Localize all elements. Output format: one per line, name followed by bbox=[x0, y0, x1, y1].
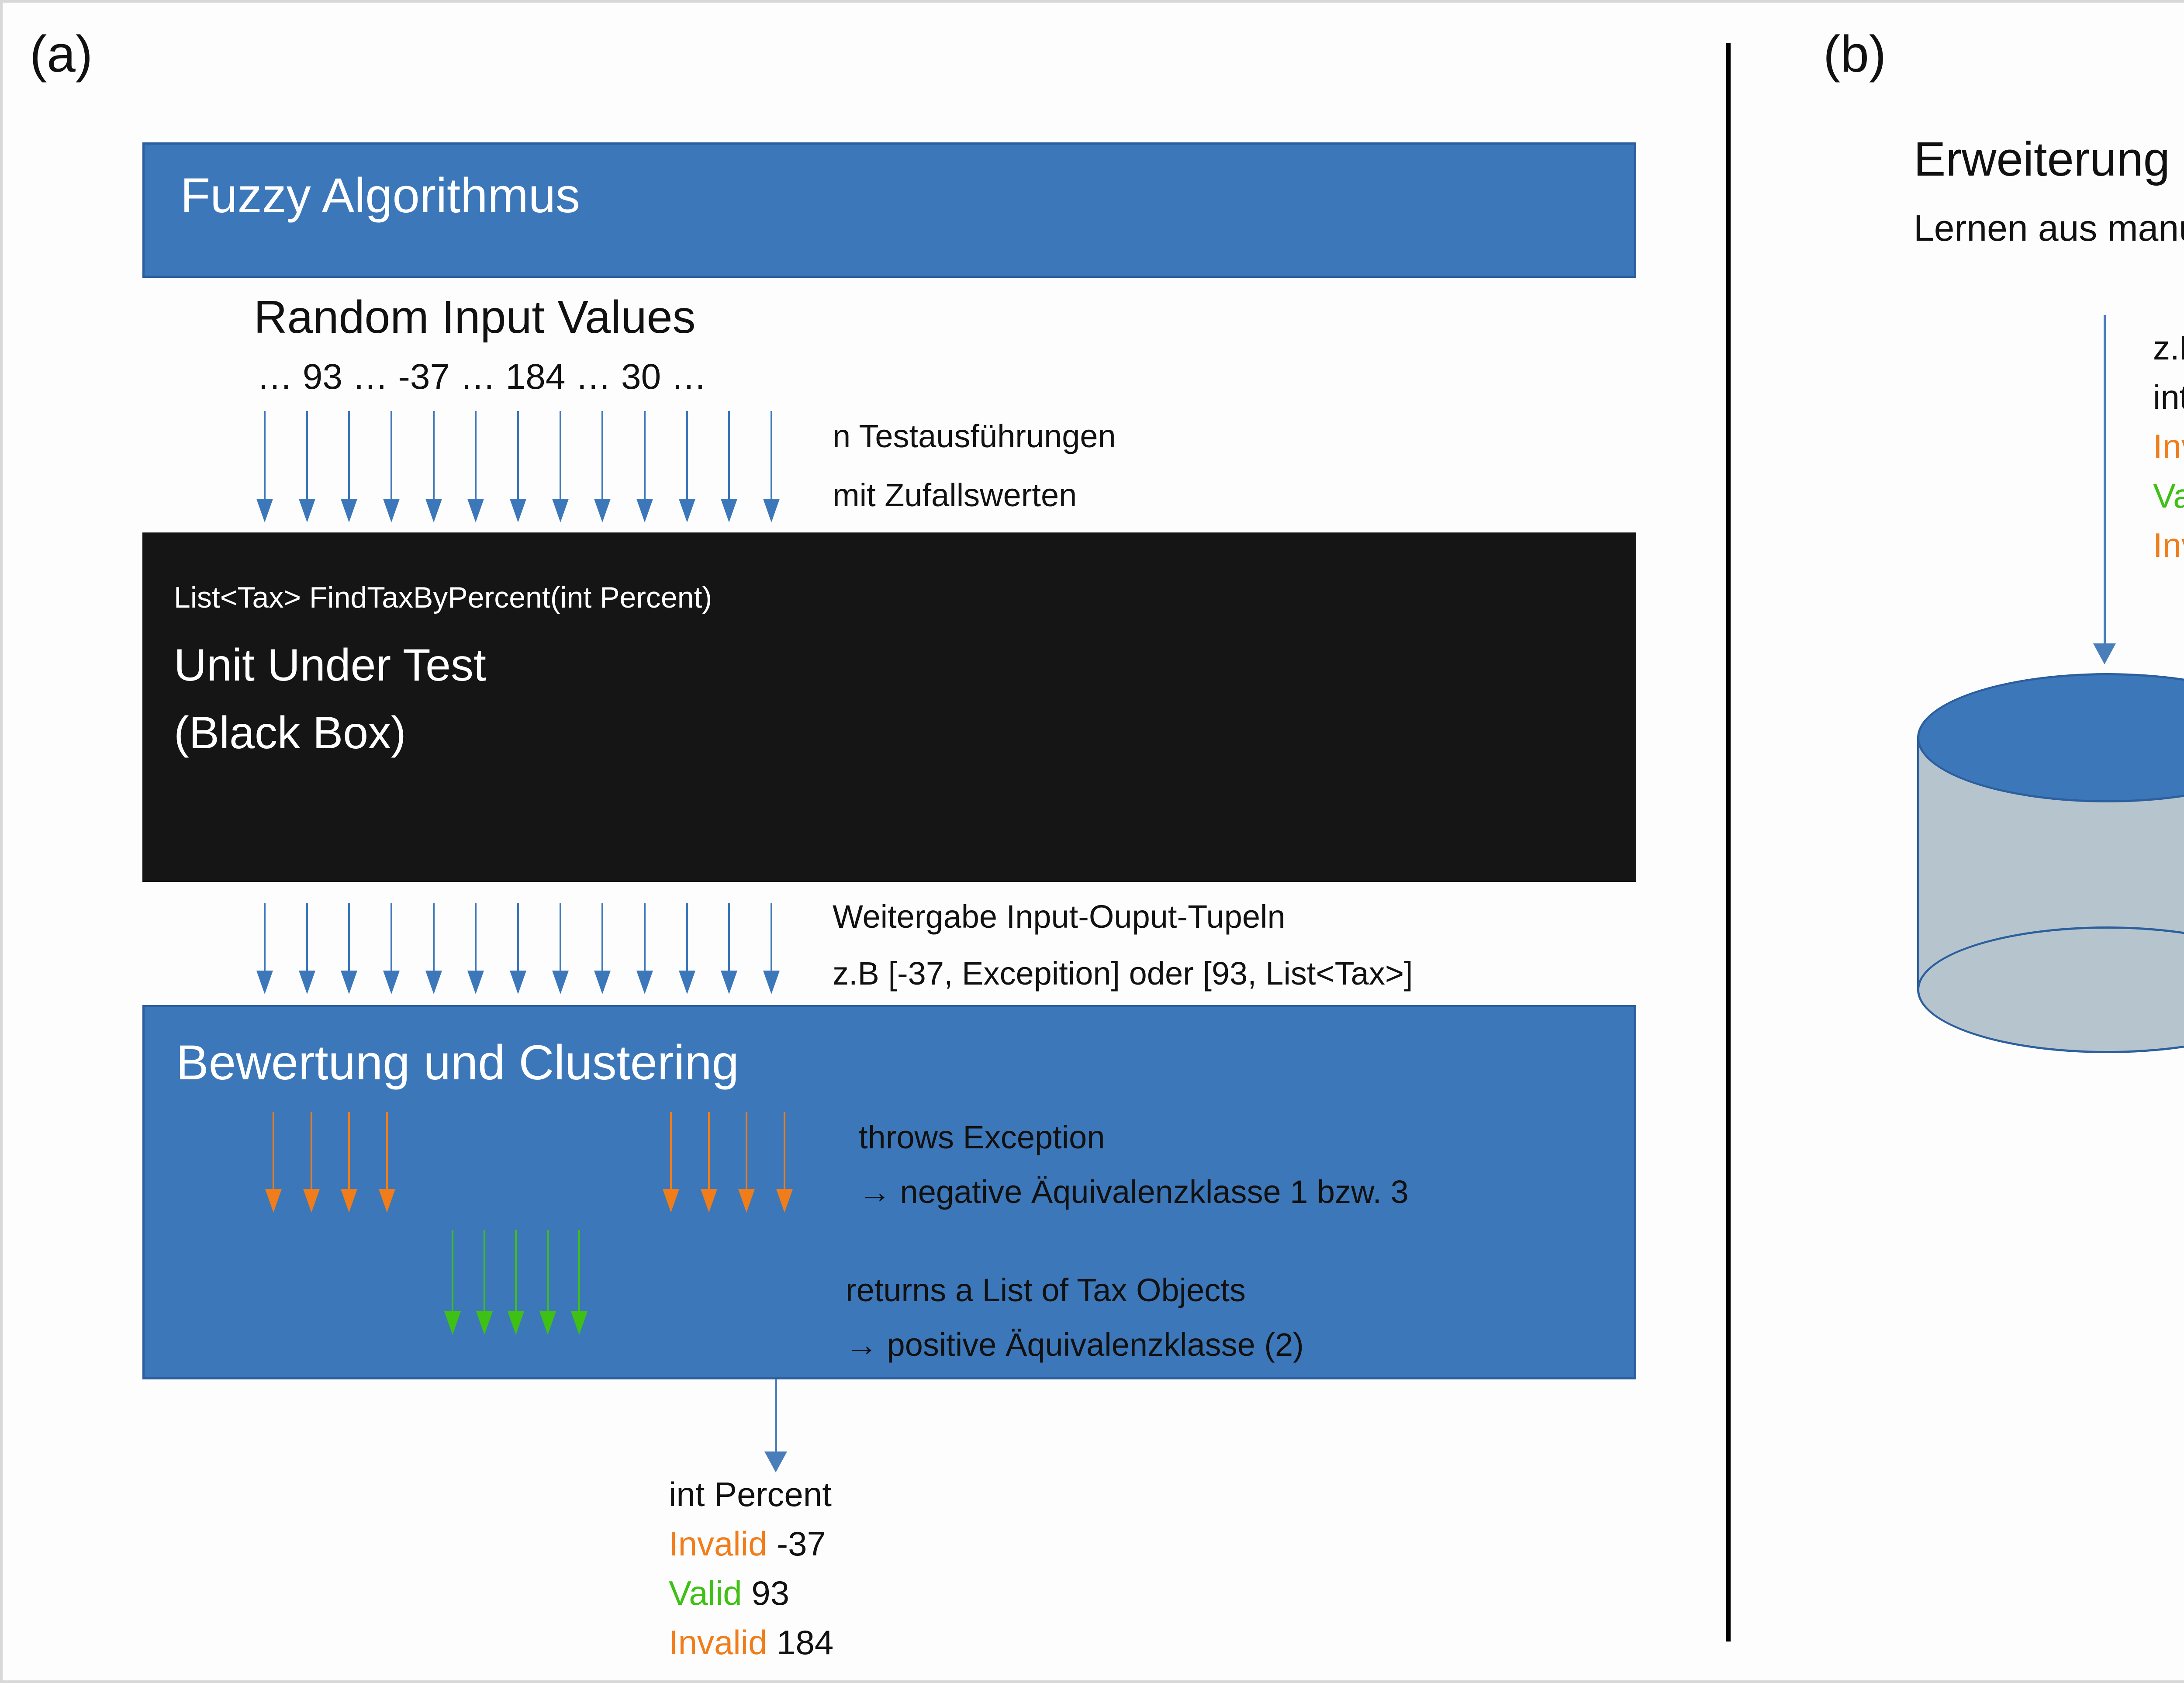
input-arrows-group bbox=[256, 411, 780, 522]
sample-list: z.B. int Percentage Invalid -37 Valid 93… bbox=[2153, 328, 2184, 565]
panel-divider bbox=[1726, 43, 1731, 1642]
result-a-row-1: Valid 93 bbox=[669, 1573, 833, 1613]
random-input-values-line: … 93 … -37 … 184 … 30 … bbox=[257, 357, 707, 397]
sample-row-0: Invalid -37 bbox=[2153, 427, 2184, 467]
result-a-value-0: -37 bbox=[777, 1524, 826, 1563]
result-a-value-1: 93 bbox=[751, 1574, 790, 1612]
unit-under-test-line1: Unit Under Test bbox=[174, 640, 486, 691]
tuple-arrows-group bbox=[256, 903, 780, 994]
throws-exception-line2: → negative Äquivalenzklasse 1 bzw. 3 bbox=[859, 1174, 1409, 1210]
panel-b-label: (b) bbox=[1823, 25, 1887, 83]
result-a-tag-2: Invalid bbox=[669, 1623, 767, 1662]
fuzzy-algorithmus-box: Fuzzy Algorithmus bbox=[142, 142, 1636, 278]
returns-arrows-group bbox=[444, 1230, 587, 1335]
sample-header: int Percentage bbox=[2153, 378, 2184, 416]
result-a-header: int Percent bbox=[669, 1475, 832, 1514]
tuple-note-line1: Weitergabe Input-Ouput-Tupeln bbox=[833, 899, 1286, 935]
exception-arrows-group-2 bbox=[663, 1112, 793, 1213]
unit-under-test-signature: List<Tax> FindTaxByPercent(int Percent) bbox=[174, 581, 712, 614]
sample-row-2: Invalid 184 bbox=[2153, 525, 2184, 565]
test-runs-note-line1: n Testausführungen bbox=[833, 418, 1116, 454]
sample-row-1: Valid 93 bbox=[2153, 476, 2184, 516]
result-a-tag-1: Valid bbox=[669, 1574, 742, 1612]
tuple-note-line2: z.B [-37, Excepition] oder [93, List<Tax… bbox=[833, 955, 1413, 992]
result-a-value-2: 184 bbox=[777, 1623, 834, 1662]
result-a-row-0: Invalid -37 bbox=[669, 1524, 833, 1564]
throws-exception-line1: throws Exception bbox=[859, 1119, 1105, 1155]
result-list-a: int Percent Invalid -37 Valid 93 Invalid… bbox=[669, 1475, 833, 1662]
database-cylinder-icon bbox=[1917, 673, 2184, 1053]
sample-tag-2: Invalid bbox=[2153, 526, 2184, 564]
test-runs-note-line2: mit Zufallswerten bbox=[833, 477, 1077, 513]
sample-to-database-arrow bbox=[2091, 315, 2121, 669]
panel-b-subheading: Lernen aus manuell angelegten Testmodell… bbox=[1914, 207, 2184, 249]
unit-under-test-box: List<Tax> FindTaxByPercent(int Percent) … bbox=[142, 532, 1636, 882]
random-input-values-title: Random Input Values bbox=[254, 291, 696, 343]
sample-label: z.B. bbox=[2153, 328, 2184, 367]
exception-arrows-group-1 bbox=[265, 1112, 395, 1213]
bewertung-clustering-title: Bewertung und Clustering bbox=[176, 1035, 739, 1090]
panel-a-label: (a) bbox=[30, 25, 93, 83]
returns-list-line2: → positive Äquivalenzklasse (2) bbox=[846, 1327, 1304, 1363]
sample-tag-1: Valid bbox=[2153, 477, 2184, 515]
clustering-to-result-arrow bbox=[763, 1379, 789, 1476]
result-a-row-2: Invalid 184 bbox=[669, 1623, 833, 1662]
panel-b-heading: Erweiterung der Datenbasis mit jedem Tes… bbox=[1914, 132, 2184, 186]
result-a-tag-0: Invalid bbox=[669, 1524, 767, 1563]
sample-tag-0: Invalid bbox=[2153, 427, 2184, 466]
unit-under-test-line2: (Black Box) bbox=[174, 708, 406, 758]
fuzzy-algorithmus-title: Fuzzy Algorithmus bbox=[180, 168, 580, 223]
returns-list-line1: returns a List of Tax Objects bbox=[846, 1272, 1246, 1308]
